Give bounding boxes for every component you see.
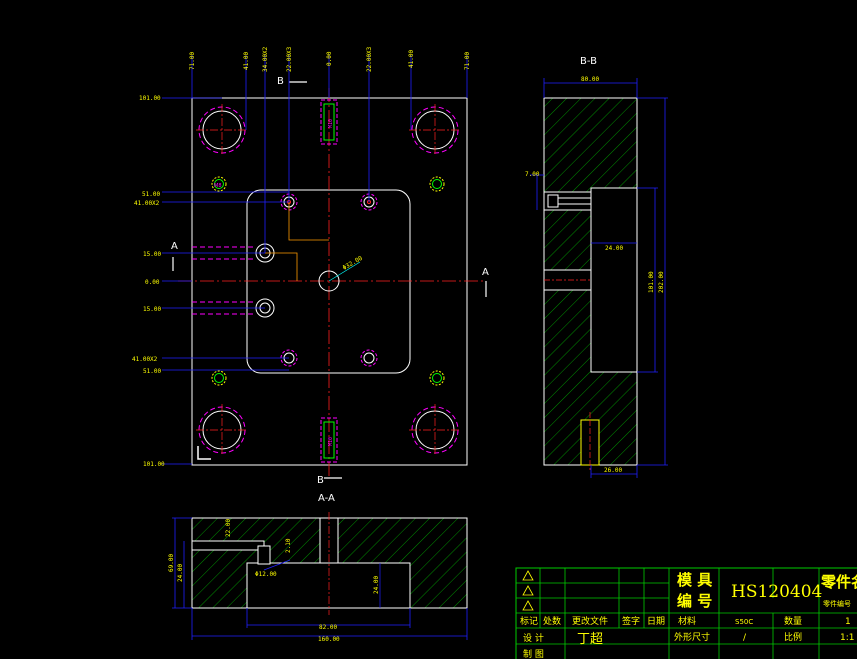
dim-left-6: 41.00X2 (132, 356, 158, 363)
label-a-right: A (482, 267, 489, 278)
dim-aa-total-width: 160.00 (318, 636, 340, 643)
top-ordinate-lines (191, 55, 468, 253)
aa-runner (191, 540, 265, 551)
plan-view: Φ32.00 M8 (132, 46, 489, 486)
plan-outline (191, 97, 468, 466)
rev-header-1: 处数 (543, 615, 561, 627)
dim-bb-left: 7.00 (525, 171, 540, 178)
dim-aa-depth-a: 22.00 (225, 519, 232, 537)
mold-number: HS120404 (731, 582, 822, 602)
corner-hole-br (409, 404, 461, 456)
dim-left-7: 51.00 (143, 368, 161, 375)
qty-label: 数量 (784, 615, 802, 627)
title-block-frame (515, 567, 857, 659)
label-section-bb: B-B (580, 56, 597, 67)
design-label: 设 计 (523, 632, 544, 644)
dim-aa-left-inner: 24.00 (177, 564, 184, 582)
dim-top-5: 22.00X3 (366, 46, 373, 72)
mold-label-2: 编 号 (677, 592, 712, 610)
thread-hole-lr (429, 370, 445, 386)
dim-left-3: 15.00 (143, 251, 161, 258)
corner-hole-tr (409, 104, 461, 156)
rev-header-4: 日期 (647, 616, 665, 627)
part-name-label: 零件名 (820, 573, 857, 591)
qty-value: 1 (845, 617, 851, 627)
plan-cavity (246, 189, 411, 374)
corner-hole-tl (196, 104, 248, 156)
bottom-tapped-hole: M10 (320, 417, 338, 463)
dim-bb-right-inner: 101.00 (648, 271, 655, 293)
dim-top-0: 71.00 (189, 52, 196, 70)
dim-bb-bottom: 26.00 (604, 467, 622, 474)
datum-mark (197, 446, 211, 460)
dim-left-5: 15.00 (143, 306, 161, 313)
aa-pocket (246, 562, 411, 609)
designer-name: 丁超 (577, 632, 603, 647)
dim-aa-inner-width: 82.00 (319, 624, 337, 631)
bb-screw (543, 191, 592, 211)
top-tapped-hole: M10 (320, 99, 338, 145)
part-number-label: 零件编号 (823, 599, 851, 608)
thread-hole-ll (211, 370, 227, 386)
dim-center-hole: Φ32.00 (342, 255, 365, 272)
cooling-channel (265, 252, 298, 281)
thread-hole-ur (429, 176, 445, 192)
material-label: 材料 (678, 615, 696, 627)
size-value: / (743, 633, 747, 643)
rev-header-2: 更改文件 (572, 615, 608, 627)
dim-aa-pin: Φ12.00 (255, 571, 277, 578)
dim-bb-right-outer: 202.00 (658, 271, 665, 293)
drawn-label: 制 图 (523, 648, 544, 659)
section-aa-view: A-A 69.00 24.00 22.00 2.10 Φ12.00 24.00 … (168, 493, 468, 643)
bb-pin (580, 419, 600, 466)
top-ordinate-labels: 71.00 41.00 34.00X2 22.00X3 0.00 22.00X3… (189, 46, 471, 72)
dim-left-2: 41.00X2 (134, 200, 160, 207)
dim-left-4: 0.00 (145, 279, 160, 286)
size-label: 外形尺寸 (674, 631, 710, 643)
m8-label: M8 (214, 183, 222, 189)
dim-top-4: 0.00 (326, 51, 333, 66)
bb-pocket (590, 187, 638, 373)
rev-header-3: 签字 (622, 615, 640, 627)
material-value: S50C (735, 618, 753, 626)
center-hole (318, 270, 340, 292)
label-a-left: A (171, 241, 178, 252)
center-hole-leader (328, 261, 361, 282)
left-ordinate-labels: 101.00 51.00 41.00X2 15.00 0.00 15.00 41… (132, 95, 165, 468)
dim-aa-depth-b: 2.10 (285, 538, 292, 553)
scale-label: 比例 (784, 631, 802, 643)
revision-triangles (522, 570, 534, 611)
section-bb-view: B-B 80.00 7.00 24.00 101.00 202.00 26.00 (525, 56, 668, 478)
dim-bb-inner: 24.00 (605, 245, 623, 252)
label-b-top: B (277, 76, 284, 87)
aa-pin (257, 545, 271, 565)
dim-left-0: 101.00 (139, 95, 161, 102)
label-b-bottom: B (317, 475, 324, 486)
label-section-aa: A-A (318, 493, 335, 504)
dim-top-7: 71.00 (464, 52, 471, 70)
dim-top-2: 34.00X2 (262, 46, 269, 72)
title-block: 标记 处数 更改文件 签字 日期 设 计 丁超 制 图 模 具 编 号 HS12… (515, 567, 857, 659)
rev-header-0: 标记 (520, 615, 538, 627)
hidden-runners (192, 246, 256, 315)
scale-value: 1:1 (840, 633, 854, 643)
left-ordinate-lines (162, 97, 289, 465)
dim-top-6: 41.00 (408, 50, 415, 68)
thread-hole-ul: M8 (211, 176, 227, 192)
dim-top-1: 41.00 (243, 52, 250, 70)
corner-hole-bl (196, 404, 248, 456)
dim-top-3: 22.00X3 (286, 46, 293, 72)
dim-left-1: 51.00 (142, 191, 160, 198)
dim-aa-left-outer: 69.00 (168, 554, 175, 572)
m10-label-top: M10 (328, 119, 334, 128)
m10-label-bottom: M10 (328, 437, 334, 446)
screw-holes (255, 193, 378, 367)
cooling-channel-2 (288, 202, 329, 241)
dim-aa-pocket: 24.00 (373, 576, 380, 594)
dim-left-8: 101.00 (143, 461, 165, 468)
dim-bb-top: 80.00 (581, 76, 599, 83)
mold-label-1: 模 具 (677, 571, 712, 589)
